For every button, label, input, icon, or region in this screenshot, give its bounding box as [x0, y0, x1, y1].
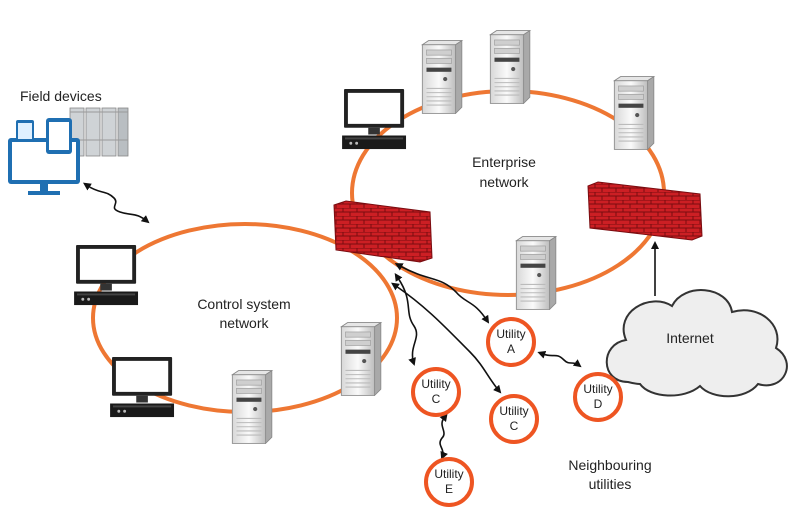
internet-label: Internet [666, 330, 714, 346]
server-icon [231, 370, 273, 444]
field-devices-label: Field devices [20, 88, 102, 104]
utility-a-circle [486, 317, 536, 367]
utility-a-letter: A [507, 342, 515, 356]
enterprise-network-label-line2: network [479, 174, 529, 190]
utility-d-letter: D [594, 397, 603, 411]
utility-c2-circle [489, 394, 539, 444]
neighbouring-label-line1: Neighbouring [568, 457, 651, 473]
utility-e-circle [424, 457, 474, 507]
firewall-icon [587, 181, 703, 241]
control-network-label-line1: Control system [197, 296, 290, 312]
server-icon [489, 30, 531, 104]
field-devices-icon [8, 107, 129, 195]
cloud-icon [605, 289, 788, 398]
utility-c-letter: C [432, 392, 441, 406]
server-icon [421, 40, 463, 114]
utility-c-circle [411, 367, 461, 417]
control-network-label-line2: network [219, 315, 269, 331]
server-icon [515, 236, 557, 310]
server-icon [613, 76, 655, 150]
enterprise-network-label-line1: Enterprise [472, 154, 536, 170]
utility-c2-word: Utility [499, 404, 528, 418]
connection-arrows [83, 182, 659, 460]
utility-e-letter: E [445, 482, 453, 496]
server-icon [340, 322, 382, 396]
utility-e-word: Utility [434, 467, 463, 481]
utility-c-word: Utility [421, 377, 450, 391]
workstation-icon [74, 245, 139, 306]
neighbouring-label-line2: utilities [589, 476, 632, 492]
workstation-icon [110, 357, 175, 418]
utility-a-word: Utility [496, 327, 525, 341]
utility-d-circle [573, 372, 623, 422]
utility-c2-letter: C [510, 419, 519, 433]
utility-d-word: Utility [583, 382, 612, 396]
workstation-icon [342, 89, 407, 150]
firewall-icon [333, 200, 433, 263]
